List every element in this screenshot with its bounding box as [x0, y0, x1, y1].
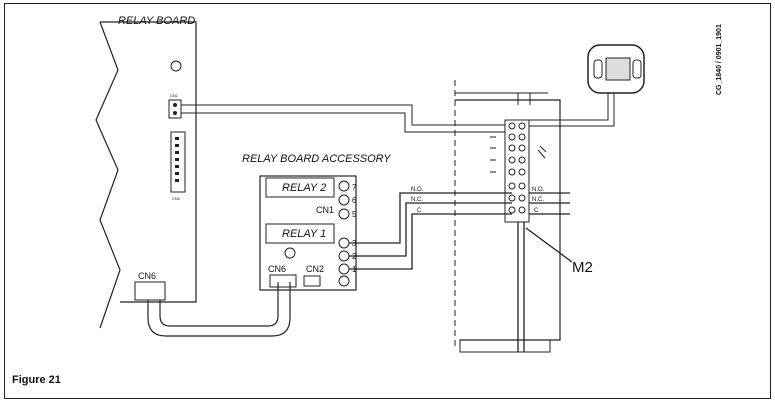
- cn6-main-connector: [134, 281, 166, 301]
- terminal-2: 2: [352, 252, 357, 261]
- terminal-7: 7: [352, 183, 357, 192]
- ribbon-cable: [147, 282, 291, 337]
- cn6-accessory-connector: [269, 274, 297, 288]
- accessory-screw: [284, 247, 296, 259]
- terminal-screws-lower: [338, 237, 350, 275]
- relay-board-outline: [95, 21, 197, 329]
- cn6-accessory-label: CN6: [268, 264, 286, 274]
- ground-symbol: [537, 145, 547, 159]
- c-right-label: C: [534, 208, 539, 214]
- cn2-small-label: CN2: [172, 196, 181, 201]
- relay-wiring: [349, 192, 570, 270]
- terminal-6: 6: [352, 196, 357, 205]
- cn1-connector: [168, 99, 182, 119]
- terminal-5: 5: [352, 210, 357, 219]
- no-right-label: N.O.: [532, 187, 545, 193]
- relay1-label: RELAY 1: [282, 228, 326, 240]
- control-box-outline: [455, 99, 561, 341]
- c-label: C: [417, 208, 422, 214]
- document-code: CG_1840 / 0901_1901: [716, 24, 723, 95]
- cn1-label: CN1: [316, 205, 334, 215]
- m2-cable: [517, 222, 573, 352]
- control-box-base: [459, 339, 551, 353]
- terminal-3: 3: [352, 239, 357, 248]
- no-label: N.O.: [411, 187, 424, 193]
- cn1-small-label: CN1: [170, 93, 179, 98]
- nc-right-label: N.C.: [532, 197, 544, 203]
- thermostat-wiring: [181, 93, 615, 133]
- relay-board-label: RELAY BOARD: [118, 15, 195, 27]
- accessory-screw-bottom: [338, 275, 350, 287]
- cn2-accessory-connector: [303, 275, 321, 287]
- cn6-main-label: CN6: [138, 271, 156, 281]
- terminal-1: 1: [352, 265, 357, 274]
- relay-board-accessory: [259, 175, 357, 291]
- thermostat-icon: [587, 44, 645, 94]
- nc-label: N.C.: [411, 197, 423, 203]
- relay-board-screw: [170, 60, 182, 72]
- cn2-pins: [175, 137, 179, 182]
- relay-board-accessory-label: RELAY BOARD ACCESSORY: [242, 153, 391, 165]
- terminal-strip: [504, 119, 530, 223]
- figure-caption: Figure 21: [12, 374, 61, 386]
- dash-markers: [490, 136, 496, 173]
- relay2-label: RELAY 2: [282, 182, 326, 194]
- terminal-screws-upper: [338, 180, 350, 220]
- relay2-block: [265, 177, 335, 198]
- cn2-connector: [170, 131, 186, 193]
- m2-label: M2: [572, 259, 593, 276]
- cn2-accessory-label: CN2: [306, 264, 324, 274]
- relay1-block: [265, 223, 335, 244]
